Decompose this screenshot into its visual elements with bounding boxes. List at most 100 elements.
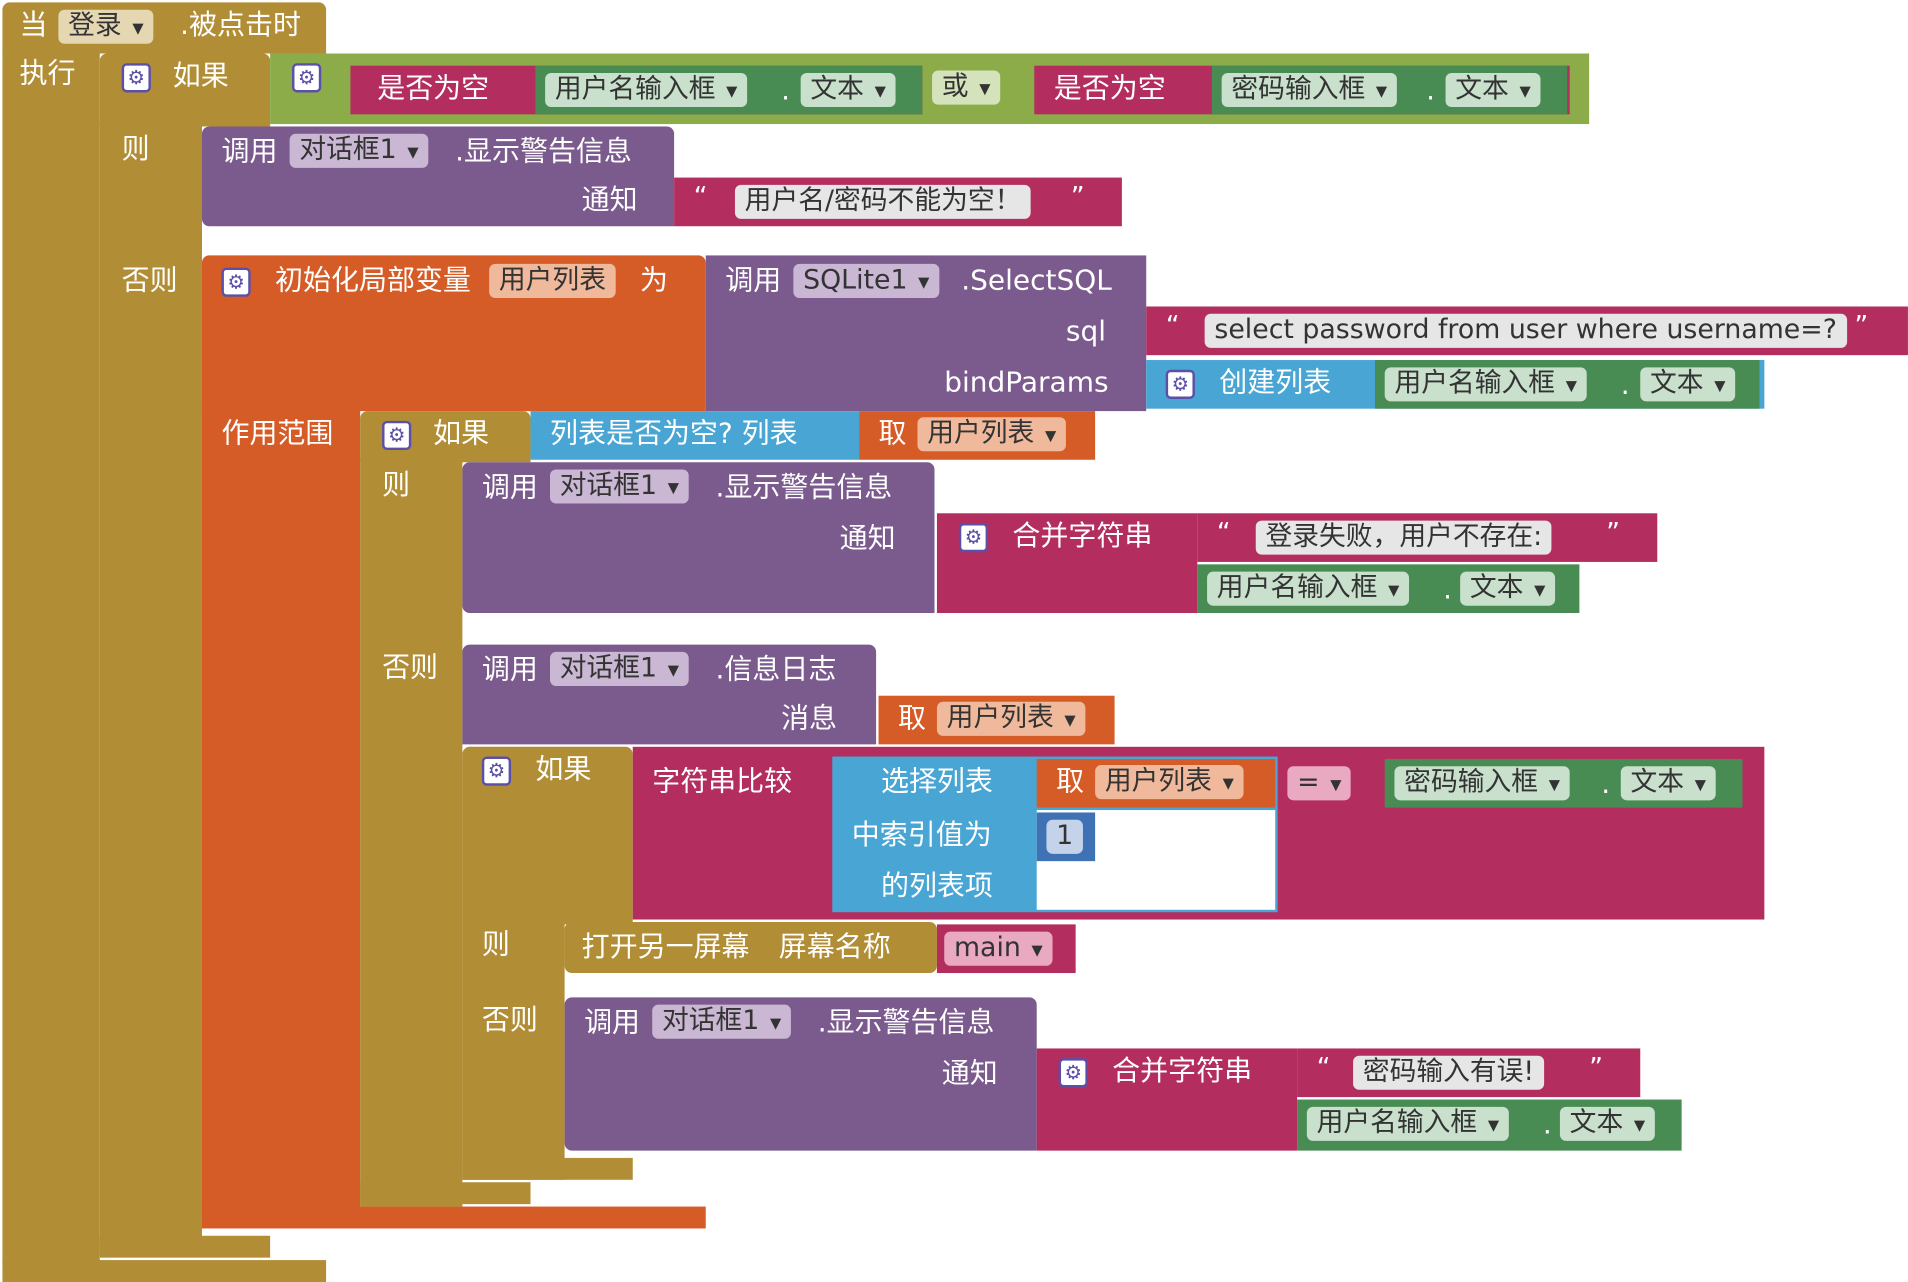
then-label: 则 [382,469,411,502]
dialog-component-dropdown[interactable]: 对话框1▼ [289,133,429,168]
open-screen-block[interactable] [564,921,937,974]
sql-param-label: sql [1065,316,1107,348]
index-number-field[interactable]: 1 [1046,819,1083,854]
dialog-component-dropdown[interactable]: 对话框1▼ [652,1004,791,1039]
is-list-empty-label: 列表是否为空? 列表 [549,418,798,451]
username-component-dropdown[interactable]: 用户名输入框▼ [1306,1106,1509,1141]
open-quote: “ [1216,518,1231,549]
gear-icon[interactable]: ⚙ [958,523,989,553]
gear-icon[interactable]: ⚙ [1058,1058,1088,1088]
sql-text-field[interactable]: select password from user where username… [1204,313,1847,348]
gear-icon[interactable]: ⚙ [1165,369,1195,399]
item-label: 的列表项 [880,870,993,903]
dropdown-caret-icon: ▼ [1565,377,1577,395]
dropdown-caret-icon: ▼ [1031,941,1043,959]
screen-name-dropdown[interactable]: main▼ [944,931,1053,966]
else-label: 否则 [121,265,178,297]
notice-label: 通知 [839,523,896,555]
get-label: 取 [878,418,907,451]
sqlite-component-dropdown[interactable]: SQLite1▼ [793,263,940,298]
notice-label: 通知 [941,1058,998,1090]
password-component-dropdown[interactable]: 密码输入框▼ [1394,766,1570,801]
message-text-field[interactable]: 密码输入有误! [1353,1055,1544,1090]
open-quote: “ [1316,1053,1331,1084]
scope-label: 作用范围 [221,418,334,451]
close-quote: ” [1606,518,1621,549]
event-component-dropdown[interactable]: 登录▼ [58,9,154,44]
event-block[interactable] [2,2,327,54]
username-component-dropdown[interactable]: 用户名输入框▼ [545,72,748,108]
else-label: 否则 [382,651,439,684]
dropdown-caret-icon: ▼ [1064,711,1076,729]
username-component-dropdown[interactable]: 用户名输入框▼ [1384,367,1587,402]
close-quote: ” [1070,182,1085,213]
dialog-component-dropdown[interactable]: 对话框1▼ [549,469,689,504]
compare-operator-dropdown[interactable]: =▼ [1287,766,1352,801]
call-label: 调用 [481,654,538,686]
dropdown-caret-icon: ▼ [667,661,679,679]
variable-dropdown[interactable]: 用户列表▼ [1095,765,1244,800]
event-when-label: 当 [19,9,48,42]
if-label: 如果 [172,60,229,93]
then-label: 则 [121,133,150,166]
dropdown-caret-icon: ▼ [874,82,886,100]
text-property-dropdown[interactable]: 文本▼ [1445,72,1541,108]
if-label: 如果 [535,754,592,786]
username-component-dropdown[interactable]: 用户名输入框▼ [1207,571,1410,606]
dialog-component-dropdown[interactable]: 对话框1▼ [549,651,689,686]
call-label: 调用 [584,1007,641,1039]
dropdown-caret-icon: ▼ [407,143,419,161]
then-label: 则 [481,929,510,961]
show-alert-block[interactable] [564,997,1037,1151]
dot-separator: . [1426,75,1435,108]
variable-name-field[interactable]: 用户列表 [489,263,616,298]
password-component-dropdown[interactable]: 密码输入框▼ [1221,72,1397,108]
text-property-dropdown[interactable]: 文本▼ [1559,1106,1655,1141]
variable-dropdown[interactable]: 用户列表▼ [936,701,1086,736]
or-operator-dropdown[interactable]: 或▼ [932,70,1001,105]
if-label: 如果 [433,418,490,451]
message-text-field[interactable]: 登录失败，用户不存在: [1255,520,1552,555]
show-alert-block[interactable] [201,126,675,227]
do-label: 执行 [19,58,76,91]
screen-name-label: 屏幕名称 [778,931,891,964]
text-property-dropdown[interactable]: 文本▼ [1620,766,1716,801]
gear-icon[interactable]: ⚙ [121,63,151,93]
open-quote: “ [1165,311,1180,342]
init-local-var-block[interactable] [201,255,706,412]
as-label: 为 [640,265,669,297]
notice-label: 通知 [581,184,638,217]
join-label: 合并字符串 [1012,520,1153,553]
select-list-label: 选择列表 [880,766,993,798]
dropdown-caret-icon: ▼ [1519,82,1531,100]
dropdown-caret-icon: ▼ [1714,377,1726,395]
text-property-dropdown[interactable]: 文本▼ [1640,367,1736,402]
dot-separator: . [1601,768,1611,801]
method-label: .显示警告信息 [455,136,632,168]
message-text-field[interactable]: 用户名/密码不能为空！ [734,184,1032,219]
method-label: .显示警告信息 [715,471,893,504]
call-label: 调用 [481,471,538,504]
dropdown-caret-icon: ▼ [667,479,679,497]
dropdown-caret-icon: ▼ [979,80,991,98]
close-quote: ” [1589,1053,1604,1084]
dropdown-caret-icon: ▼ [1330,775,1342,794]
get-label: 取 [1056,766,1085,798]
gear-icon[interactable]: ⚙ [292,63,322,93]
gear-icon[interactable]: ⚙ [221,267,251,297]
open-screen-label: 打开另一屏幕 [581,931,750,964]
is-list-empty-block[interactable] [530,411,860,460]
close-quote: ” [1854,311,1869,342]
dropdown-caret-icon: ▼ [769,1014,782,1032]
text-property-dropdown[interactable]: 文本▼ [800,72,896,108]
show-alert-block[interactable] [462,462,935,614]
text-property-dropdown[interactable]: 文本▼ [1460,571,1556,606]
variable-dropdown[interactable]: 用户列表▼ [917,417,1066,452]
dropdown-caret-icon: ▼ [1222,774,1234,792]
dot-separator: . [1542,1109,1552,1141]
gear-icon[interactable]: ⚙ [481,756,512,786]
dropdown-caret-icon: ▼ [1633,1116,1646,1134]
init-label: 初始化局部变量 [274,265,471,297]
gear-icon[interactable]: ⚙ [382,420,412,451]
